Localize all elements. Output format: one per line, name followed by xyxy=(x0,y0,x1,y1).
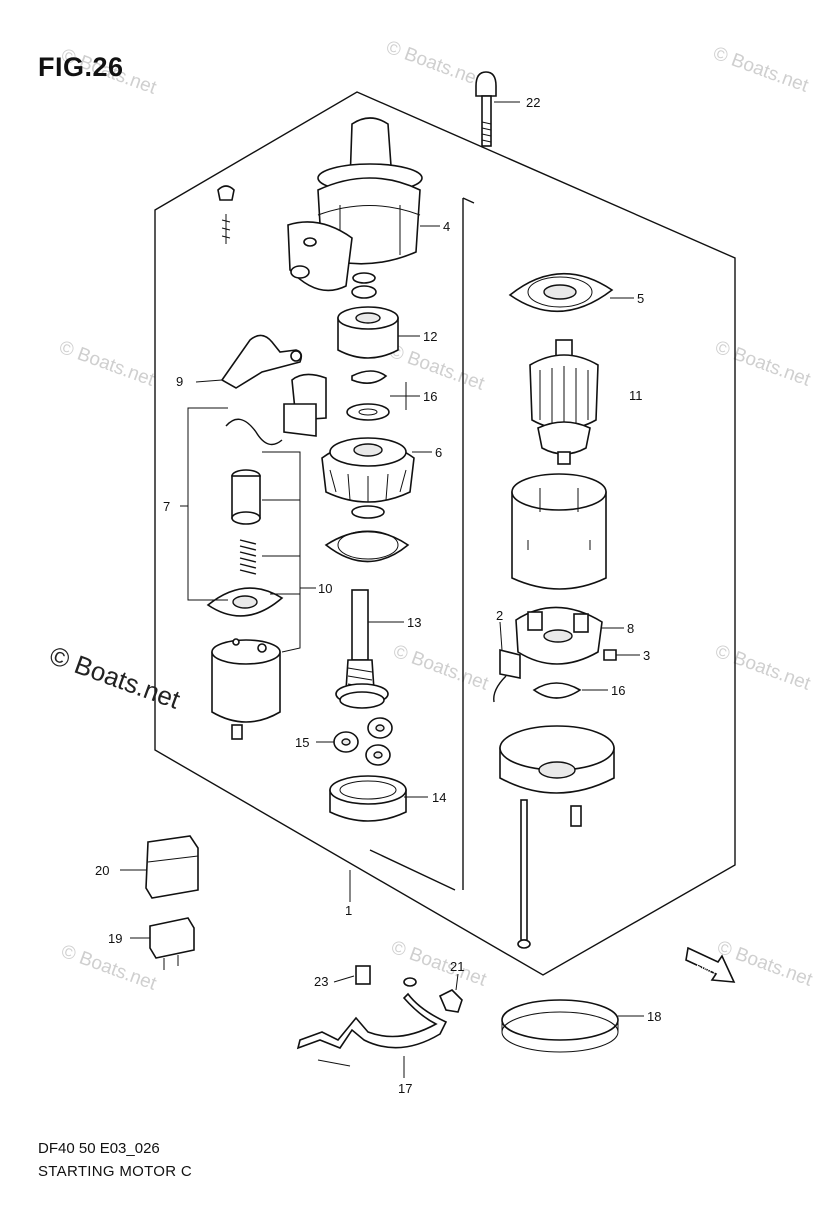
callout-7: 7 xyxy=(163,499,170,514)
callout-23: 23 xyxy=(314,974,328,989)
callout-16b: 16 xyxy=(611,683,625,698)
figure-name: STARTING MOTOR C xyxy=(38,1163,192,1180)
solenoid-body xyxy=(211,638,281,740)
svg-text:© Boats.net: © Boats.net xyxy=(386,341,487,395)
bolt-21 xyxy=(403,977,463,1013)
lever-9 xyxy=(220,334,303,389)
through-bolt xyxy=(517,799,531,949)
bracket-7 xyxy=(187,407,228,601)
svg-text:© Boats.net: © Boats.net xyxy=(383,37,484,91)
callout-11: 11 xyxy=(629,388,643,403)
callout-8: 8 xyxy=(627,621,634,636)
callout-17: 17 xyxy=(398,1081,412,1096)
callout-13: 13 xyxy=(407,615,421,630)
figure-title: FIG.26 xyxy=(38,52,124,82)
callout-18: 18 xyxy=(647,1009,661,1024)
bracket-17 xyxy=(296,992,448,1067)
svg-text:© Boats.net: © Boats.net xyxy=(712,337,813,391)
pinion-housing-4 xyxy=(287,117,423,292)
svg-text:© Boats.net: © Boats.net xyxy=(714,937,815,991)
gasket xyxy=(324,505,410,563)
clip-23 xyxy=(355,965,371,985)
bracket-10 xyxy=(262,451,301,653)
figure-code: DF40 50 E03_026 xyxy=(38,1140,160,1157)
callout-21: 21 xyxy=(450,959,464,974)
callout-9: 9 xyxy=(176,374,183,389)
callout-22: 22 xyxy=(526,95,540,110)
end-cover xyxy=(499,725,615,794)
callout-5: 5 xyxy=(637,291,644,306)
callout-16a: 16 xyxy=(423,389,437,404)
svg-text:© Boats.net: © Boats.net xyxy=(710,43,811,97)
callout-12: 12 xyxy=(423,329,437,344)
end-cover-screw xyxy=(570,805,582,827)
spring-clip xyxy=(225,418,283,446)
small-bolt xyxy=(217,185,235,244)
pinion-12 xyxy=(337,306,399,359)
svg-text:© Boats.net: © Boats.net xyxy=(712,641,813,695)
callout-14: 14 xyxy=(432,790,446,805)
callout-6: 6 xyxy=(435,445,442,460)
callout-1: 1 xyxy=(345,903,352,918)
svg-text:© Boats.net: © Boats.net xyxy=(390,641,491,695)
return-spring xyxy=(239,539,257,575)
assembly-outline xyxy=(154,91,736,976)
callout-10: 10 xyxy=(318,581,332,596)
plunger xyxy=(231,469,261,525)
inner-outline xyxy=(369,197,475,891)
circlip-16 xyxy=(346,370,390,421)
armature-11 xyxy=(529,339,599,465)
callout-15: 15 xyxy=(295,735,309,750)
relay-19 xyxy=(149,917,195,970)
svg-text:© Boats.net: © Boats.net xyxy=(56,337,157,391)
callout-19: 19 xyxy=(108,931,122,946)
planet-gears-15 xyxy=(333,717,393,766)
yoke xyxy=(511,473,607,590)
plunger-bracket xyxy=(283,373,327,437)
callout-labels: 22 4 5 12 9 11 16 6 7 10 13 2 8 3 16 15 … xyxy=(95,95,661,1096)
screw-3 xyxy=(603,649,617,661)
gear-housing-6 xyxy=(321,437,415,503)
washer-plate-5 xyxy=(508,272,614,313)
bolt-22 xyxy=(475,71,497,147)
brush-holder-8 xyxy=(515,606,603,665)
washer-stack xyxy=(351,272,377,299)
band-18 xyxy=(501,999,619,1053)
internal-gear-14 xyxy=(329,775,407,822)
leader-lines xyxy=(120,101,644,1078)
callout-20: 20 xyxy=(95,863,109,878)
drive-shaft-13 xyxy=(335,589,389,709)
callout-3: 3 xyxy=(643,648,650,663)
relay-20 xyxy=(145,835,199,899)
callout-2: 2 xyxy=(496,608,503,623)
washer-16b xyxy=(532,682,582,699)
callout-4: 4 xyxy=(443,219,450,234)
solenoid-plate xyxy=(206,587,284,617)
svg-text:© Boats.net: © Boats.net xyxy=(58,941,159,995)
brush-2 xyxy=(493,648,521,703)
